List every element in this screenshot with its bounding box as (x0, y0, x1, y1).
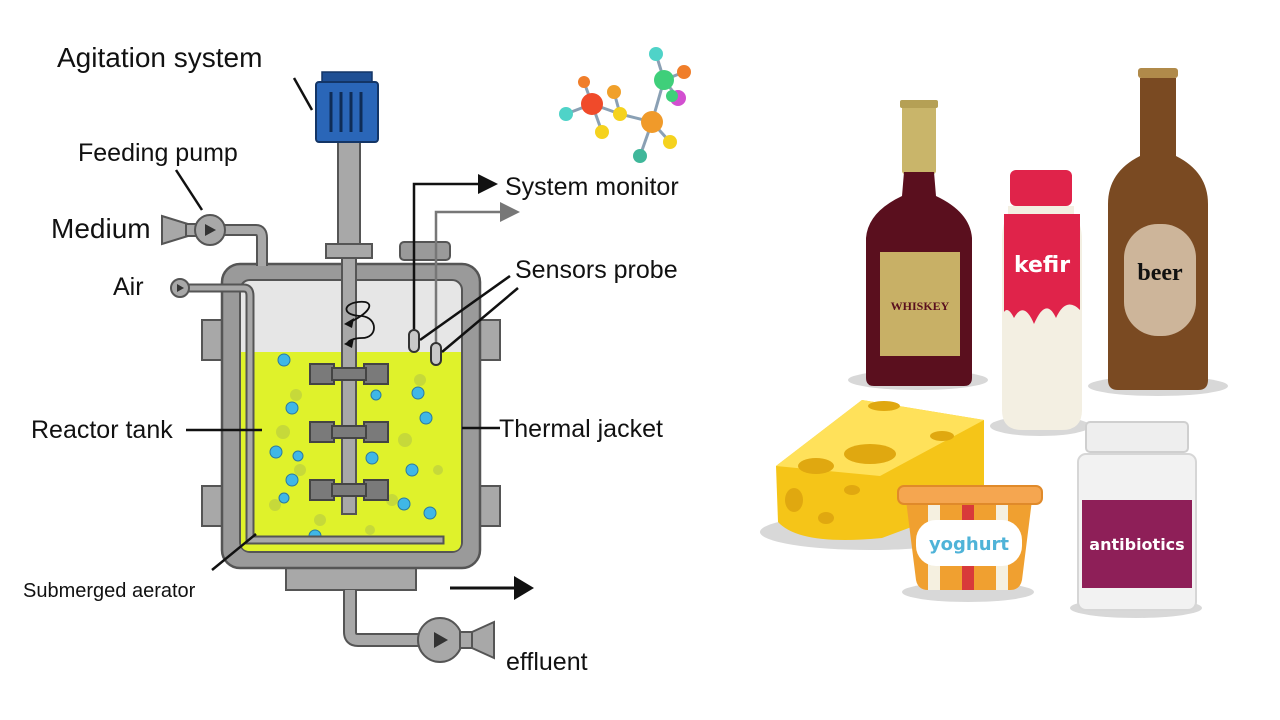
label-reactor-tank: Reactor tank (31, 416, 173, 444)
effluent-pipe (343, 590, 420, 647)
label-system-monitor: System monitor (505, 173, 679, 201)
antibiotics-bottle: antibiotics (1077, 421, 1197, 611)
air-inlet-pipe-fill (185, 285, 443, 543)
cell-spots (269, 374, 443, 535)
whiskey-bottle: WHISKEY (866, 100, 972, 386)
sensors-probe-leader-2 (441, 287, 519, 353)
sensor-probe-2 (430, 342, 442, 366)
beer-label: beer (1137, 260, 1183, 286)
molecule-icon (559, 47, 691, 163)
effluent-outlet-funnel-icon (471, 620, 495, 660)
sensor-probe-1 (408, 329, 420, 353)
bioreactor-diagram: Agitation system Feeding pump Medium Air… (23, 42, 679, 676)
monitor-line-grey (434, 210, 502, 352)
air-bubbles (269, 353, 437, 543)
yoghurt-cup: yoghurt (897, 485, 1043, 590)
agitator-shaft-lower (341, 257, 357, 515)
rotation-indicator-icon (345, 300, 375, 343)
agitation-motor-icon (315, 81, 379, 143)
shaft-seal (325, 243, 373, 259)
agitation-leader (292, 77, 314, 111)
medium-inlet-funnel-icon (161, 214, 189, 246)
label-submerged-aerator: Submerged aerator (23, 580, 196, 602)
air-aerator-leader (211, 533, 257, 571)
agitator-shaft-upper (337, 139, 361, 247)
impeller-blades (309, 363, 389, 501)
whiskey-label: WHISKEY (891, 299, 950, 313)
kefir-label: kefir (1014, 253, 1070, 278)
monitor-line-black (412, 182, 480, 338)
label-air: Air (113, 273, 144, 301)
antibiotics-label: antibiotics (1089, 535, 1184, 554)
label-agitation-system: Agitation system (57, 42, 262, 73)
probe-port (399, 241, 451, 261)
label-sensors-probe: Sensors probe (515, 256, 678, 284)
label-feeding-pump: Feeding pump (78, 139, 238, 167)
sensors-probe-leader-1 (419, 274, 511, 342)
label-medium: Medium (51, 213, 151, 244)
fermentation-products: WHISKEY kefir beer (760, 68, 1228, 618)
label-effluent: effluent (506, 648, 588, 676)
beer-bottle: beer (1108, 68, 1208, 390)
feeding-pump-leader (174, 169, 204, 211)
bottom-flange (285, 565, 417, 591)
yoghurt-label: yoghurt (929, 534, 1009, 555)
medium-feed-pipe (222, 224, 268, 266)
kefir-bottle: kefir (1002, 170, 1082, 430)
label-thermal-jacket: Thermal jacket (499, 415, 663, 443)
